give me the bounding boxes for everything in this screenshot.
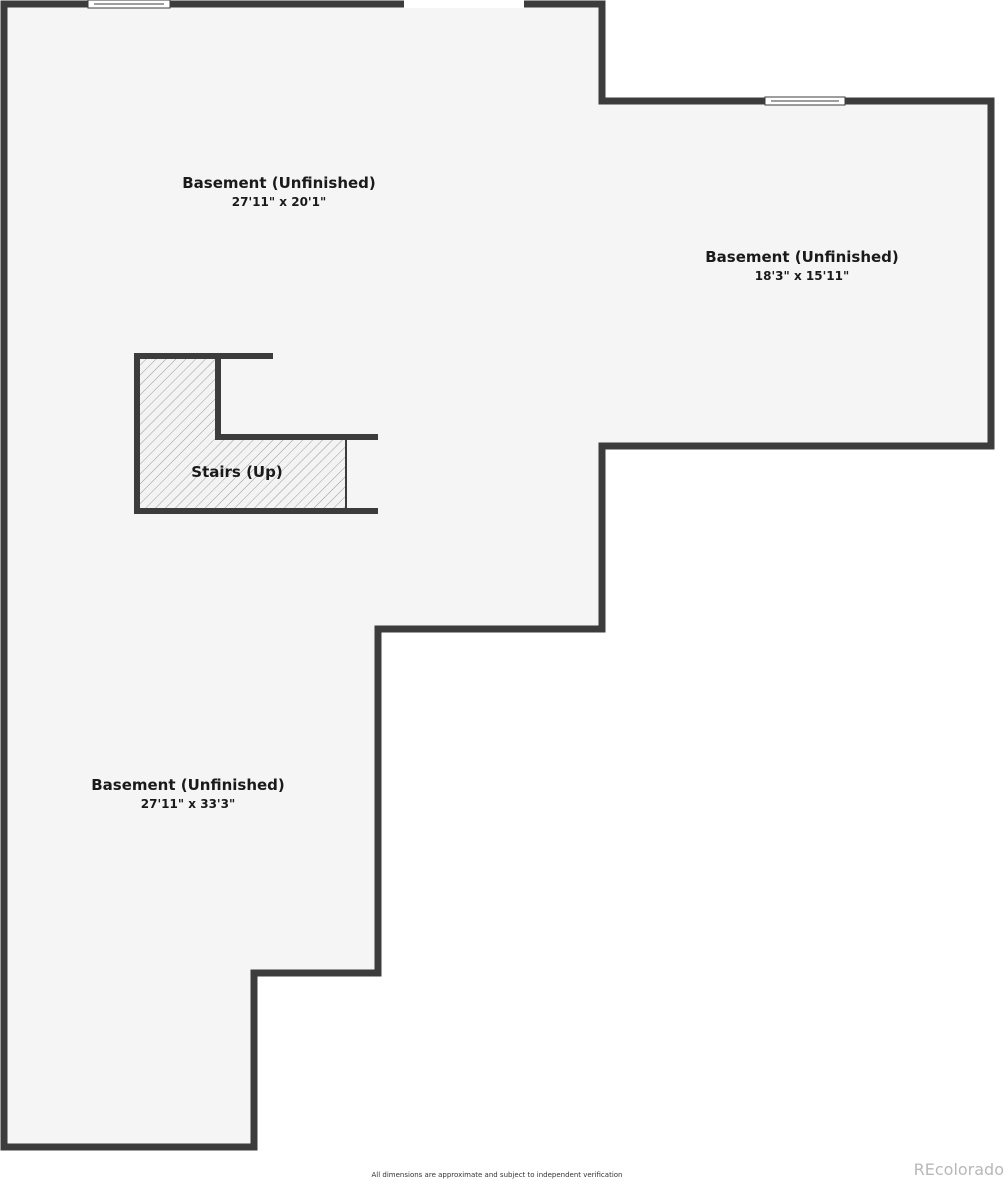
room-2-dimensions: 18'3" x 15'11" xyxy=(755,269,849,283)
basement-floor xyxy=(4,4,991,1147)
room-2-name: Basement (Unfinished) xyxy=(705,248,899,266)
room-3-dimensions: 27'11" x 33'3" xyxy=(141,797,235,811)
exterior-wall xyxy=(0,0,995,1151)
opening-top xyxy=(404,0,524,8)
room-3-name: Basement (Unfinished) xyxy=(91,776,285,794)
room-1-dimensions: 27'11" x 20'1" xyxy=(232,195,326,209)
stairs-inner-wall xyxy=(215,356,378,440)
room-1-name: Basement (Unfinished) xyxy=(182,174,376,192)
stairs-wall xyxy=(134,353,378,514)
stairs-label: Stairs (Up) xyxy=(191,463,282,481)
stairs-area xyxy=(137,356,346,511)
dimensions-disclaimer: All dimensions are approximate and subje… xyxy=(371,1171,623,1179)
brand-watermark: REcolorado xyxy=(913,1160,1004,1179)
